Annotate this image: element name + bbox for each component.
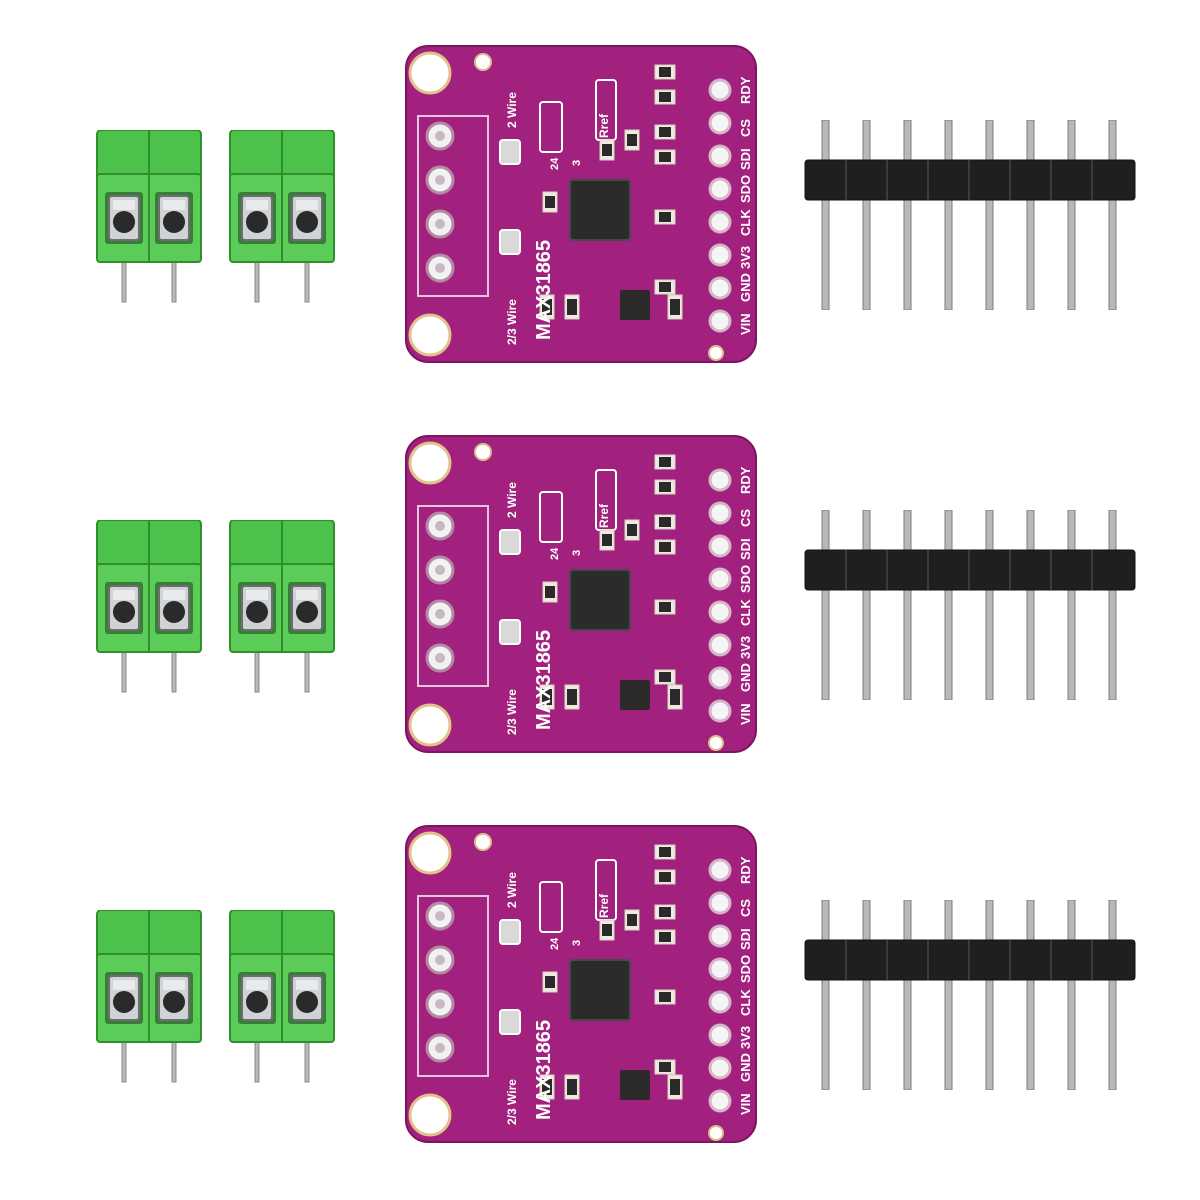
wire-label-top: 2 Wire — [505, 92, 519, 128]
screw-terminal-svg — [229, 519, 335, 693]
jumper-24-label: 24 — [549, 547, 561, 560]
max31865-board: MAX31865 2 Wire 2/3 Wire Rref 24 3 RDY CS SDI SDO… — [400, 820, 760, 1150]
wire-label-top: 2 Wire — [505, 872, 519, 908]
pin-label-cs: CS — [738, 119, 753, 137]
pin-header-svg — [804, 509, 1136, 701]
kit-row-2: MAX31865 2 Wire 2/3 Wire Rref 24 3 RDY CS SDI SDO… — [0, 430, 1200, 770]
pin-header-svg — [804, 899, 1136, 1091]
jumper-24-label: 24 — [549, 157, 561, 170]
max31865-board: MAX31865 2 Wire 2/3 Wire Rref 24 3 RDY CS SDI SDO… — [400, 430, 760, 760]
pin-label-3v3: 3V3 — [738, 246, 753, 269]
screw-terminal-svg — [229, 129, 335, 303]
screw-terminal-svg — [96, 909, 202, 1083]
pin-label-sdi: SDI — [738, 148, 753, 170]
pin-label-sdo: SDO — [738, 565, 753, 593]
rref-label: Rref — [597, 113, 611, 138]
max31865-board: MAX31865 2 Wire 2/3 Wire Rref 24 3 RDY CS SDI SDO… — [400, 40, 760, 370]
pin-label-3v3: 3V3 — [738, 636, 753, 659]
screw-terminal-svg — [96, 129, 202, 303]
screw-terminal-svg — [229, 909, 335, 1083]
pin-label-clk: CLK — [738, 209, 753, 236]
board-svg: MAX31865 2 Wire 2/3 Wire Rref 24 3 RDY CS SDI SDO… — [405, 45, 757, 363]
wire-label-bottom: 2/3 Wire — [505, 1079, 519, 1125]
pin-label-cs: CS — [738, 509, 753, 527]
pin-label-sdi: SDI — [738, 538, 753, 560]
jumper-24-label: 24 — [549, 937, 561, 950]
rref-label: Rref — [597, 893, 611, 918]
pin-label-rdy: RDY — [738, 466, 753, 494]
pin-label-sdi: SDI — [738, 928, 753, 950]
screw-terminal-svg — [96, 519, 202, 693]
jumper-3-label: 3 — [571, 550, 583, 556]
pin-label-vin: VIN — [738, 313, 753, 335]
pin-label-vin: VIN — [738, 703, 753, 725]
pin-header-icon — [800, 899, 1145, 1095]
pin-header-svg — [804, 119, 1136, 311]
board-svg: MAX31865 2 Wire 2/3 Wire Rref 24 3 RDY CS SDI SDO… — [405, 825, 757, 1143]
screw-terminal-icon — [228, 129, 338, 310]
screw-terminal-icon — [228, 519, 338, 700]
pin-label-gnd: GND — [738, 273, 753, 302]
jumper-3-label: 3 — [571, 940, 583, 946]
pin-label-3v3: 3V3 — [738, 1026, 753, 1049]
pin-label-vin: VIN — [738, 1093, 753, 1115]
pin-label-rdy: RDY — [738, 76, 753, 104]
pin-label-gnd: GND — [738, 1053, 753, 1082]
pin-label-clk: CLK — [738, 989, 753, 1016]
kit-row-1: MAX31865 2 Wire 2/3 Wire Rref 24 3 RDY CS SDI SDO… — [0, 40, 1200, 380]
jumper-3-label: 3 — [571, 160, 583, 166]
pin-label-clk: CLK — [738, 599, 753, 626]
pin-header-icon — [800, 119, 1145, 315]
pin-label-gnd: GND — [738, 663, 753, 692]
rref-label: Rref — [597, 503, 611, 528]
pin-label-rdy: RDY — [738, 856, 753, 884]
pin-label-cs: CS — [738, 899, 753, 917]
chip-label: MAX31865 — [533, 1020, 555, 1120]
wire-label-top: 2 Wire — [505, 482, 519, 518]
kit-row-3: MAX31865 2 Wire 2/3 Wire Rref 24 3 RDY CS SDI SDO… — [0, 820, 1200, 1160]
wire-label-bottom: 2/3 Wire — [505, 689, 519, 735]
wire-label-bottom: 2/3 Wire — [505, 299, 519, 345]
screw-terminal-icon — [228, 909, 338, 1090]
chip-label: MAX31865 — [533, 630, 555, 730]
chip-label: MAX31865 — [533, 240, 555, 340]
screw-terminal-icon — [95, 519, 205, 700]
board-svg: MAX31865 2 Wire 2/3 Wire Rref 24 3 RDY CS SDI SDO… — [405, 435, 757, 753]
pin-label-sdo: SDO — [738, 175, 753, 203]
pin-header-icon — [800, 509, 1145, 705]
screw-terminal-icon — [95, 909, 205, 1090]
screw-terminal-icon — [95, 129, 205, 310]
pin-label-sdo: SDO — [738, 955, 753, 983]
